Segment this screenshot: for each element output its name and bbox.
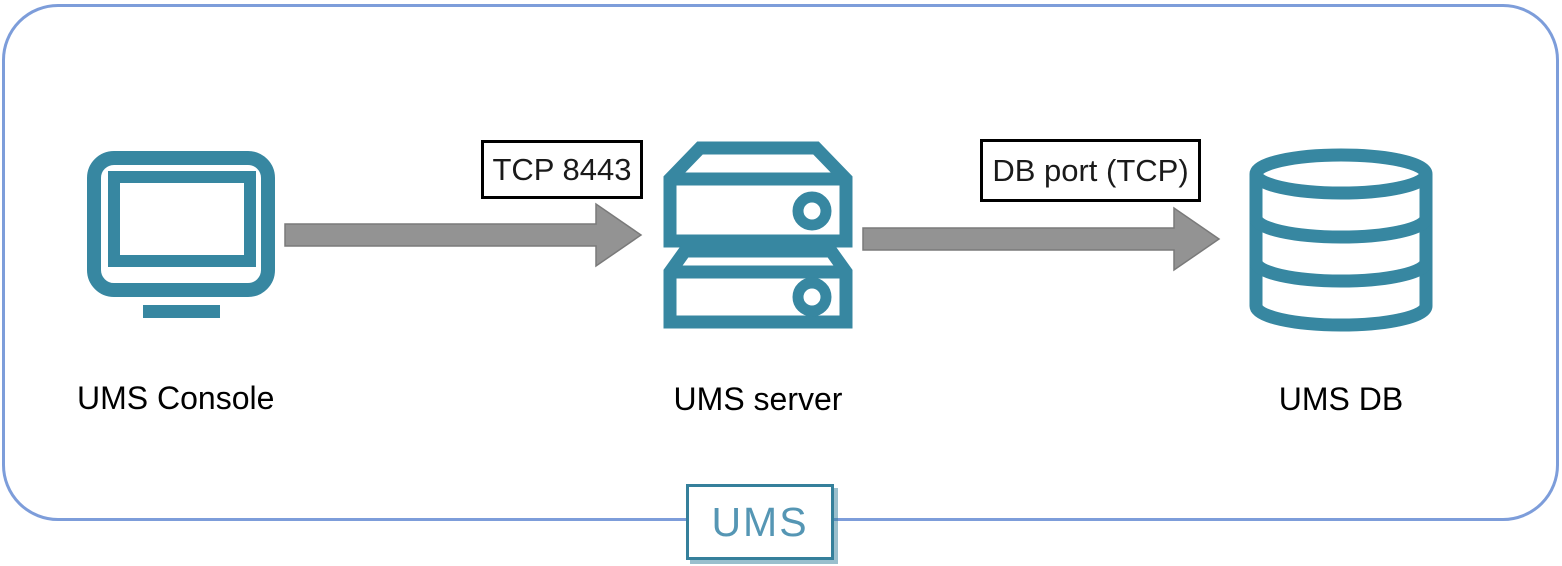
edge-label-text: TCP 8443	[492, 151, 632, 187]
monitor-icon	[86, 150, 276, 320]
edge-label-tcp-8443: TCP 8443	[481, 140, 643, 199]
arrow-console-to-server	[284, 202, 644, 273]
database-icon	[1248, 148, 1434, 332]
edge-label-db-port: DB port (TCP)	[980, 139, 1201, 202]
node-label-ums-console: UMS Console	[77, 380, 275, 416]
node-label-ums-db: UMS DB	[1278, 381, 1404, 417]
arrow-server-to-db	[862, 206, 1222, 277]
server-icon	[663, 141, 853, 329]
ums-badge: UMS	[686, 484, 834, 560]
edge-label-text: DB port (TCP)	[992, 152, 1189, 188]
ums-badge-label: UMS	[711, 498, 809, 545]
node-label-ums-server: UMS server	[673, 381, 843, 417]
